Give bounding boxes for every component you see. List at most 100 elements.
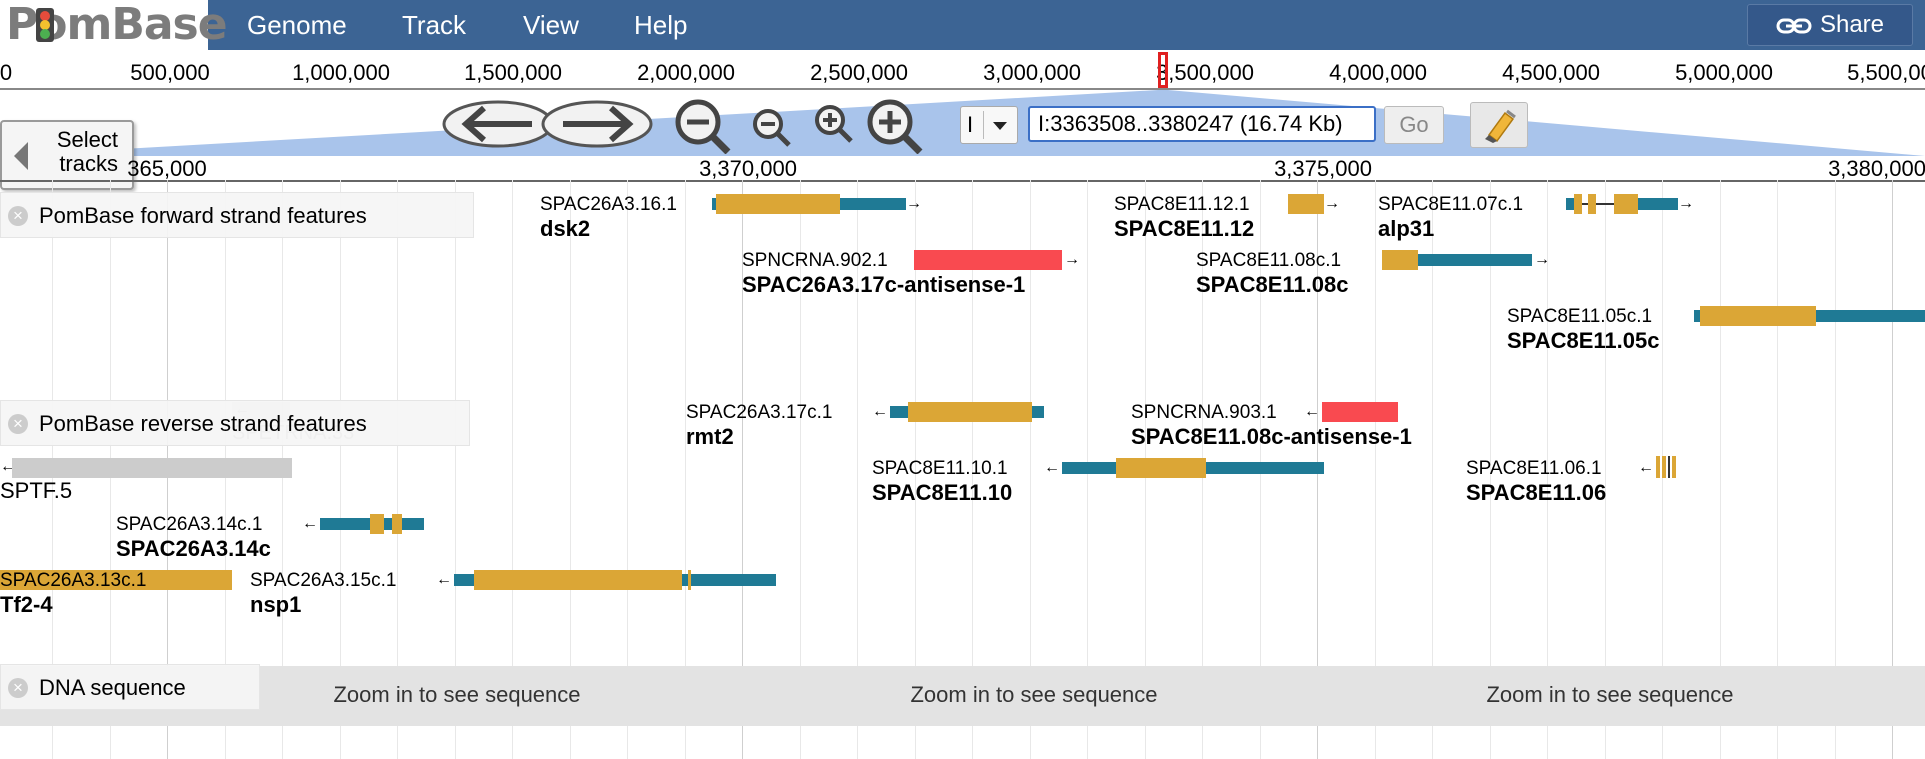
cds-bar: [1656, 456, 1660, 478]
menu-view[interactable]: View: [523, 10, 579, 40]
grid-line: [1547, 180, 1548, 759]
strand-arrow-left-icon: ←: [436, 571, 452, 588]
feature-name: Tf2-4: [0, 592, 53, 617]
grid-line: [1030, 180, 1031, 759]
feature-name: SPTF.5: [0, 478, 73, 503]
pan-right-button[interactable]: [541, 100, 653, 148]
menu-help[interactable]: Help: [634, 10, 688, 40]
track-label-dna[interactable]: × DNA sequence: [0, 664, 260, 710]
track-label-reverse[interactable]: × PomBase reverse strand features: [0, 400, 470, 446]
track-label-forward[interactable]: × PomBase forward strand features: [0, 192, 474, 238]
zoom-in-small-button[interactable]: [814, 104, 854, 144]
close-icon[interactable]: ×: [8, 414, 28, 434]
feature-id: SPAC26A3.17c.1: [686, 402, 833, 423]
feature-id: SPAC8E11.06.1: [1466, 458, 1602, 479]
select-tracks-label: Select tracks: [56, 127, 118, 176]
feature-id: SPAC8E11.05c.1: [1507, 306, 1653, 327]
cds-bar: [908, 402, 1032, 422]
share-label: Share: [1819, 11, 1885, 38]
strand-arrow-left-icon: ←: [1304, 403, 1320, 420]
grid-line: [340, 180, 341, 759]
feature-id: SPNCRNA.903.1: [1131, 402, 1277, 423]
grid-line: [1777, 180, 1778, 759]
select-tracks-button[interactable]: Select tracks: [0, 120, 134, 190]
pan-left-button[interactable]: [442, 100, 554, 148]
traffic-light-icon: [36, 8, 54, 42]
overview-location-marker[interactable]: [1158, 52, 1168, 88]
overview-tick: 4,000,000: [1329, 60, 1427, 85]
cds-bar: [1116, 458, 1206, 478]
feature-name: SPAC8E11.12: [1114, 216, 1255, 241]
overview-tick: 2,500,000: [810, 60, 908, 85]
dna-zoom-message: Zoom in to see sequence: [1486, 682, 1734, 707]
link-icon: [1776, 18, 1812, 34]
location-input[interactable]: [1028, 106, 1376, 142]
go-button[interactable]: Go: [1384, 106, 1444, 144]
chevron-left-icon: [14, 142, 28, 170]
zoom-out-big-button[interactable]: [674, 98, 734, 154]
zoom-in-big-button[interactable]: [866, 98, 926, 154]
utr-bar: [1566, 198, 1574, 210]
dna-sequence-track: Zoom in to see sequence Zoom in to see s…: [0, 666, 1925, 726]
grid-line: [627, 180, 628, 759]
feature-name: SPAC26A3.17c-antisense-1: [742, 272, 1026, 297]
grid-line: [685, 180, 686, 759]
overview-tick: 1,000,000: [292, 60, 390, 85]
overview-ruler[interactable]: 0 500,000 1,000,000 1,500,000 2,000,000 …: [0, 50, 1925, 90]
cds-bar: [1662, 456, 1666, 478]
feature-id: SPAC26A3.16.1: [540, 194, 677, 215]
grid-line: [1720, 180, 1721, 759]
track-label-text: PomBase reverse strand features: [39, 411, 367, 436]
feature-name: nsp1: [250, 592, 302, 617]
track-label-text: DNA sequence: [39, 675, 186, 700]
feature-id: SPAC26A3.15c.1: [250, 570, 397, 591]
utr-bar: [1638, 198, 1678, 210]
highlighter-icon: [1485, 109, 1516, 143]
cds-bar: [1574, 194, 1582, 214]
menu-track[interactable]: Track: [402, 10, 467, 40]
menu-genome[interactable]: Genome: [247, 10, 347, 40]
chromosome-select[interactable]: I: [960, 106, 1018, 144]
strand-arrow-right-icon: →: [1678, 195, 1694, 212]
cds-bar: [716, 194, 840, 214]
feature-id: SPAC26A3.13c.1: [0, 570, 147, 591]
close-icon[interactable]: ×: [8, 206, 28, 226]
overview-tick: 1,500,000: [464, 60, 562, 85]
ncrna-bar: [914, 250, 1062, 270]
feature-id: SPAC8E11.12.1: [1114, 194, 1250, 215]
detail-ruler[interactable]: 365,000 3,370,000 3,375,000 3,380,000: [0, 156, 1925, 182]
feature-id: SPAC26A3.14c.1: [116, 514, 263, 535]
track-label-text: PomBase forward strand features: [39, 203, 367, 228]
feature-id: SPNCRNA.902.1: [742, 250, 888, 271]
highlight-button[interactable]: [1470, 102, 1528, 148]
grid-line: [397, 180, 398, 759]
ncrna-bar: [1322, 402, 1398, 422]
strand-arrow-right-icon: →: [1064, 251, 1080, 268]
feature-name: SPAC8E11.08c-antisense-1: [1131, 424, 1412, 449]
feature-name: rmt2: [686, 424, 734, 449]
utr-bar: [1418, 254, 1532, 266]
feature-name: SPAC8E11.08c: [1196, 272, 1349, 297]
overview-tick: 3,500,000: [1156, 60, 1254, 85]
grid-line: [1605, 180, 1606, 759]
feature-name: dsk2: [540, 216, 591, 241]
grid-line: [742, 180, 743, 759]
cds-bar: [1614, 194, 1638, 214]
feature-id: SPAC8E11.08c.1: [1196, 250, 1342, 271]
grid-line: [915, 180, 916, 759]
feature-name: SPAC8E11.05c: [1507, 328, 1660, 353]
overview-tick: 2,000,000: [637, 60, 735, 85]
close-icon[interactable]: ×: [8, 678, 28, 698]
detail-tick: 3,375,000: [1274, 156, 1372, 181]
cds-bar: [1288, 194, 1324, 214]
intron-line: [1668, 456, 1670, 478]
strand-arrow-left-icon: ←: [872, 403, 888, 420]
grid-line: [512, 180, 513, 759]
pombase-logo[interactable]: PomBase: [0, 0, 228, 50]
strand-arrow-right-icon: →: [1534, 251, 1550, 268]
share-button[interactable]: Share: [1747, 4, 1913, 46]
strand-arrow-right-icon: →: [1324, 195, 1340, 212]
strand-arrow-right-icon: →: [906, 195, 922, 212]
track-area[interactable]: Zoom in to see sequence Zoom in to see s…: [0, 180, 1925, 759]
zoom-out-small-button[interactable]: [752, 108, 792, 148]
